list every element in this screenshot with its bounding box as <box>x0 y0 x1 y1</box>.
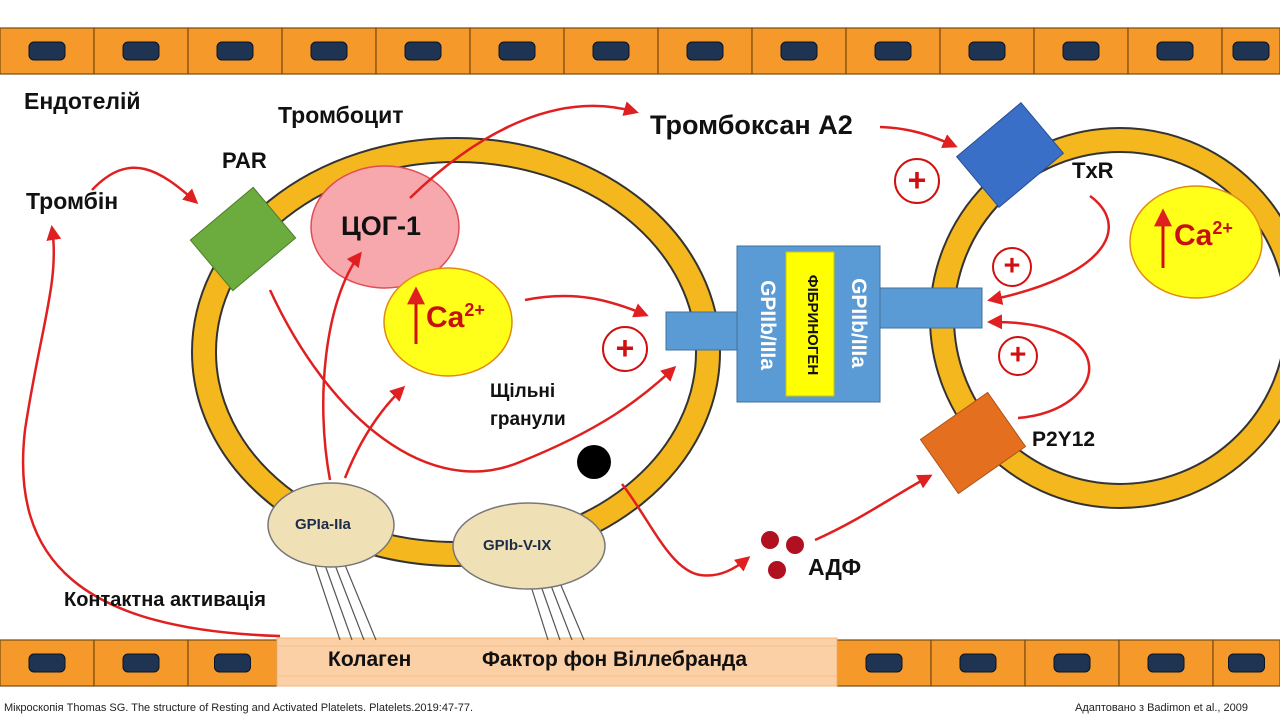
gpiib-iiia-left-label: GPIIb/IIIa <box>756 280 779 370</box>
cox1-label: ЦОГ-1 <box>341 211 422 241</box>
endothelial-nucleus <box>122 41 160 61</box>
plus-circles <box>602 158 1038 376</box>
endothelium-label: Ендотелій <box>24 88 141 114</box>
fibrinogen-bar <box>785 251 835 397</box>
gpia-fibers <box>314 564 377 641</box>
endothelial-nucleus <box>1156 41 1194 61</box>
txr-receptor <box>955 102 1065 208</box>
endothelial-nucleus <box>214 653 251 673</box>
calcium-label-left: Ca2+ <box>426 300 485 334</box>
endothelial-nucleus <box>404 41 442 61</box>
endothelium-top <box>0 27 1280 75</box>
fibrinogen-label: ФІБРИНОГЕН <box>804 274 821 376</box>
endothelial-nucleus <box>865 653 903 673</box>
adp-molecule-1 <box>761 531 779 549</box>
p2y12-label: P2Y12 <box>1032 428 1096 451</box>
plus-sign-1: + <box>615 330 635 366</box>
endothelial-nucleus <box>1062 41 1100 61</box>
dense-granules-label: Щільні гранули <box>490 381 566 430</box>
footer-citation-right: Адаптовано з Badimon et al., 2009 <box>1075 702 1248 714</box>
endothelial-nucleus <box>874 41 912 61</box>
plus-sign-2: + <box>907 162 927 198</box>
gpiib-iiia-right-label: GPIIb/IIIa <box>847 278 870 368</box>
txr-label: TxR <box>1072 158 1114 183</box>
endothelium-bottom-right <box>836 639 1280 687</box>
dense-granule <box>577 445 611 479</box>
gpia-iia-label: GPIa-IIa <box>295 516 351 533</box>
endothelial-nucleus <box>310 41 348 61</box>
gpib-v-ix-receptor <box>452 502 606 590</box>
endothelial-nucleus <box>968 41 1006 61</box>
endothelial-nucleus <box>122 653 160 673</box>
thrombocyte-label: Тромбоцит <box>278 102 404 128</box>
adp-molecule-2 <box>786 536 804 554</box>
endothelial-cell <box>836 639 932 687</box>
par-label: PAR <box>222 148 267 173</box>
par-receptor <box>189 186 297 292</box>
thromboxane-label: Тромбоксан А2 <box>650 110 853 140</box>
endothelial-nucleus <box>780 41 818 61</box>
endothelial-nucleus <box>1147 653 1185 673</box>
endothelial-nucleus <box>1053 653 1091 673</box>
endothelial-cell <box>1033 27 1129 75</box>
contact-activation-label: Контактна активація <box>64 589 266 611</box>
endothelial-nucleus <box>1232 41 1270 61</box>
calcium-label-right: Ca2+ <box>1174 218 1233 252</box>
endothelial-nucleus <box>592 41 630 61</box>
plus-sign-4: + <box>1009 339 1027 371</box>
endothelial-nucleus <box>28 41 66 61</box>
endothelial-nucleus <box>216 41 254 61</box>
endothelial-nucleus <box>959 653 997 673</box>
thrombin-label: Тромбін <box>26 188 119 214</box>
endothelial-nucleus <box>28 653 66 673</box>
signal-arrows <box>21 101 1110 638</box>
endothelial-nucleus <box>498 41 536 61</box>
gpiib-iiia-stem-right <box>879 287 983 329</box>
footer-citation-left: Мікроскопія Thomas SG. The structure of … <box>4 702 474 714</box>
gpiib-iiia-stem-left <box>665 311 747 351</box>
plus-sign-3: + <box>1003 250 1021 282</box>
endothelial-nucleus <box>686 41 724 61</box>
von-willebrand-label: Фактор фон Віллебранда <box>482 648 748 671</box>
endothelial-cell <box>281 27 377 75</box>
adp-molecule-3 <box>768 561 786 579</box>
gpib-v-ix-label: GPIb-V-IX <box>483 537 552 554</box>
p2y12-receptor <box>919 391 1027 495</box>
gpib-fibers <box>529 582 585 641</box>
endothelial-nucleus <box>1228 653 1265 673</box>
endothelium-bottom-left <box>0 639 278 687</box>
collagen-label: Колаген <box>328 648 412 671</box>
adp-label: АДФ <box>808 554 862 580</box>
gpia-iia-receptor <box>267 482 395 568</box>
